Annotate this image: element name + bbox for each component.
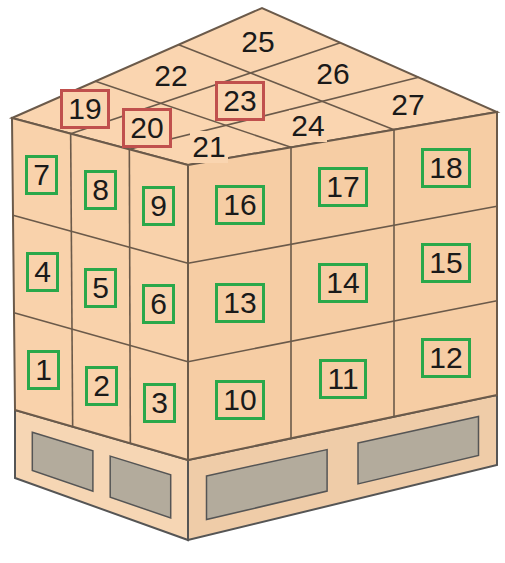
box-number-text: 25 [241,27,274,57]
box-number-text: 1 [35,355,52,385]
box-number: 27 [389,89,427,121]
highlight-box-green: 4 [26,252,59,292]
pallet-opening [207,450,328,520]
box-number-text: 26 [316,59,349,89]
box-number-text: 20 [130,113,163,143]
highlight-box-green: 18 [421,148,471,188]
box-number-text: 4 [34,257,51,287]
highlight-box-green: 11 [319,359,367,399]
box-number-text: 7 [33,160,50,190]
box-number-text: 16 [223,190,256,220]
highlight-box-green: 1 [27,350,60,390]
box-number-text: 8 [92,175,109,205]
highlight-box-green: 7 [25,155,58,195]
box-number-text: 27 [391,90,424,120]
front-face [12,118,188,460]
box-number-text: 6 [150,289,167,319]
highlight-box-green: 16 [215,185,265,225]
box-number: 26 [314,58,352,90]
box-number-text: 17 [326,172,359,202]
box-number-text: 14 [326,268,359,298]
box-number-text: 2 [93,371,110,401]
highlight-box-red: 20 [122,108,172,148]
highlight-box-green: 2 [85,366,118,406]
box-seams [13,43,497,444]
box-number-text: 10 [223,385,256,415]
box-seam [129,149,130,443]
box-number: 21 [190,131,228,163]
highlight-box-green: 5 [84,268,117,308]
highlight-box-green: 13 [215,283,265,323]
box-number-text: 21 [192,132,225,162]
highlight-box-green: 12 [421,338,471,378]
highlight-box-red: 23 [215,81,265,121]
box-seam [290,147,292,438]
pallet-opening [32,432,93,491]
highlight-box-green: 15 [421,243,471,283]
box-number-text: 5 [92,273,109,303]
highlight-box-green: 8 [84,170,117,210]
box-seam [393,130,395,417]
box-number-text: 11 [327,364,358,394]
box-number-text: 12 [429,343,462,373]
box-number-text: 23 [223,86,256,116]
side-face [188,112,497,460]
box-number: 24 [289,110,327,142]
pallet-opening [358,417,479,484]
box-number-text: 18 [429,153,462,183]
highlight-box-green: 6 [142,284,175,324]
box-number-text: 13 [223,288,256,318]
highlight-box-green: 14 [318,263,368,303]
box-number-text: 3 [151,388,168,418]
box-number-text: 19 [68,94,101,124]
box-seam [71,134,73,427]
highlight-box-green: 10 [215,380,265,420]
box-number-text: 9 [150,191,167,221]
highlight-box-red: 19 [60,89,110,129]
highlight-box-green: 9 [142,186,175,226]
box-number: 22 [152,60,190,92]
box-number-text: 15 [429,248,462,278]
box-seam [179,45,394,130]
highlight-box-green: 3 [143,383,176,423]
box-number-text: 24 [291,111,324,141]
highlight-box-green: 17 [318,167,368,207]
box-number-text: 22 [154,61,187,91]
pallet-opening [110,456,171,518]
box-number: 25 [239,26,277,58]
